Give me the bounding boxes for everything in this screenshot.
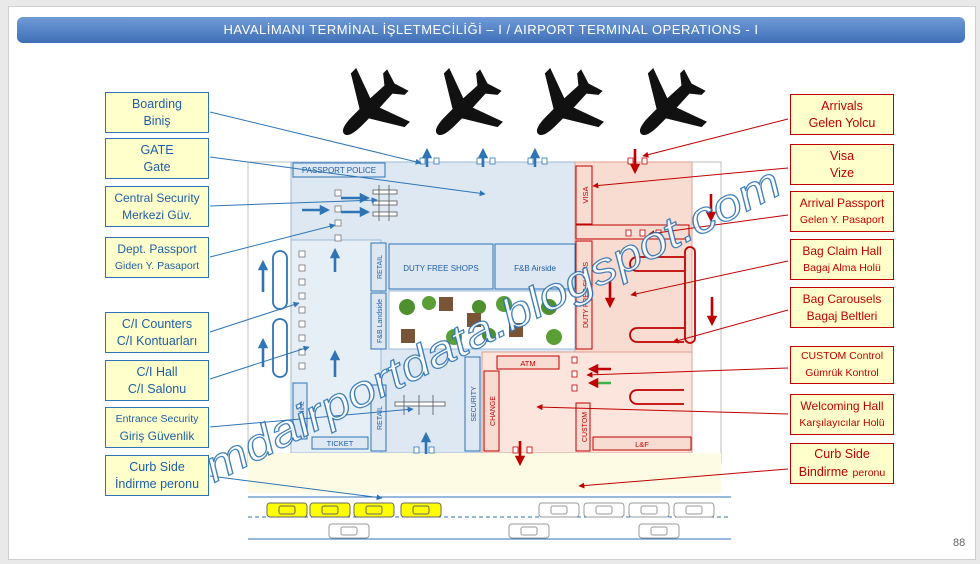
title-banner: HAVALİMANI TERMİNAL İŞLETMECİLİĞİ – I / …	[17, 17, 965, 43]
passport-police-label: PASSPORT POLICE	[302, 166, 376, 175]
airplane-icon	[511, 53, 619, 161]
curb-side-zone	[248, 453, 721, 493]
slide: HAVALİMANI TERMİNAL İŞLETMECİLİĞİ – I / …	[8, 6, 976, 560]
page-number: 88	[953, 537, 966, 549]
garden-area	[388, 290, 576, 350]
airplane-icon	[317, 53, 425, 161]
checkin-queue-oval	[272, 318, 288, 378]
airplane-icon	[614, 53, 722, 161]
fnb-landside-label: F&B Landside	[377, 299, 384, 343]
fnb-airside-label: F&B Airside	[514, 264, 556, 273]
retail-bottom-label: RETAIL	[377, 406, 384, 430]
security-label: SECURITY	[471, 386, 478, 422]
lf-label: L&F	[635, 440, 649, 449]
change-label: CHANGE	[490, 396, 497, 426]
right-leader-lines	[536, 118, 789, 489]
visa-label: VISA	[581, 186, 590, 203]
control-desks	[372, 185, 446, 415]
duty-free-vertical-label: DUTY FREE SHOPS	[583, 262, 590, 328]
car-icons	[266, 502, 715, 539]
left-leader-lines	[209, 111, 486, 501]
airline-label: Airline	[299, 401, 306, 421]
custom-label: CUSTOM	[582, 412, 589, 442]
airplane-icon	[410, 53, 518, 161]
atm-label: ATM	[520, 359, 535, 368]
ticket-label: TICKET	[327, 439, 354, 448]
retail-top-label: RETAIL	[377, 255, 384, 279]
terminal-diagram: PASSPORT POLICE DUTY FREE SHOPS F&B Airs…	[196, 53, 789, 540]
checkin-counters	[298, 250, 306, 370]
bag-carousel	[629, 246, 696, 405]
duty-free-shops-label: DUTY FREE SHOPS	[403, 264, 478, 273]
palm-tree-icons	[399, 296, 562, 345]
